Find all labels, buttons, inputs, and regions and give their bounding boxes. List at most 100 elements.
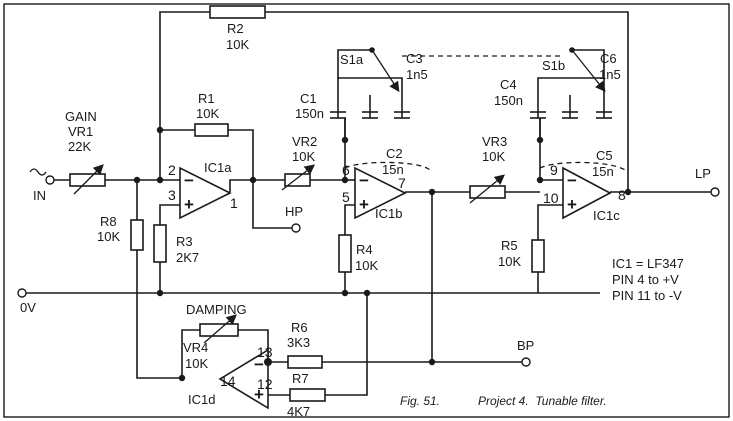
svg-text:+: + — [567, 195, 577, 214]
r7-ref: R7 — [292, 371, 309, 386]
r7-resistor[interactable] — [289, 388, 326, 402]
opamp-ic1c: − + — [562, 166, 612, 220]
c1-ref: C1 — [300, 91, 317, 106]
ic1d-inv-pin: 13 — [257, 344, 273, 360]
c1-bank-capacitor-2 — [362, 111, 378, 119]
r2-resistor[interactable] — [209, 5, 266, 19]
ic1d-ref: IC1d — [188, 392, 215, 407]
r3-resistor[interactable] — [153, 224, 167, 263]
c6-capacitor[interactable] — [596, 111, 612, 119]
r6-resistor[interactable] — [287, 355, 323, 369]
lp-terminal[interactable] — [710, 187, 720, 197]
ic-part-note: IC1 = LF347 — [612, 256, 684, 271]
r5-value: 10K — [498, 254, 521, 269]
r4-ref: R4 — [356, 242, 373, 257]
c1-capacitor[interactable] — [330, 111, 346, 119]
vr3-ref: VR3 — [482, 134, 507, 149]
svg-text:+: + — [254, 385, 264, 404]
ic1c-inv-pin: 9 — [550, 162, 558, 178]
lp-label: LP — [695, 166, 711, 181]
vr1-ref: VR1 — [68, 124, 93, 139]
c1-value: 150n — [295, 106, 324, 121]
s1b-switch-wiper[interactable] — [571, 49, 606, 93]
pin4-note: PIN 4 to +V — [612, 272, 679, 287]
c4-value: 150n — [494, 93, 523, 108]
ic1b-noninv-pin: 5 — [342, 189, 350, 205]
c3-value: 1n5 — [406, 67, 428, 82]
c6-value: 1n5 — [599, 67, 621, 82]
r8-resistor[interactable] — [130, 219, 144, 251]
c3-capacitor[interactable] — [394, 111, 410, 119]
vr4-ref: VR4 — [183, 340, 208, 355]
vr2-wiper-arrow-icon — [281, 164, 316, 191]
svg-text:−: − — [359, 171, 369, 190]
s1a-switch-wiper[interactable] — [371, 49, 400, 93]
ic1a-noninv-pin: 3 — [168, 187, 176, 203]
r6-ref: R6 — [291, 320, 308, 335]
vr1-value: 22K — [68, 139, 91, 154]
figure-number: Fig. 51. — [400, 394, 440, 408]
opamp-ic1a: − + — [179, 166, 232, 220]
vr2-ref: VR2 — [292, 134, 317, 149]
svg-text:+: + — [184, 195, 194, 214]
svg-text:+: + — [359, 195, 369, 214]
s1a-ref: S1a — [340, 52, 364, 67]
ic1b-ref: IC1b — [375, 206, 402, 221]
r1-ref: R1 — [198, 91, 215, 106]
ground-label: 0V — [20, 300, 36, 315]
r2-ref: R2 — [227, 21, 244, 36]
ic1b-inv-pin: 6 — [342, 162, 350, 178]
vr3-value: 10K — [482, 149, 505, 164]
r7-value: 4K7 — [287, 404, 310, 419]
ac-source-icon — [29, 168, 47, 176]
r8-value: 10K — [97, 229, 120, 244]
svg-text:−: − — [184, 171, 194, 190]
c2-ref: C2 — [386, 146, 403, 161]
r3-value: 2K7 — [176, 250, 199, 265]
s1b-ref: S1b — [542, 58, 565, 73]
r2-value: 10K — [226, 37, 249, 52]
ic1d-out-pin: 14 — [220, 373, 236, 389]
r1-value: 10K — [196, 106, 219, 121]
vr4-function: DAMPING — [186, 302, 247, 317]
c2-value: 15n — [382, 162, 404, 177]
ic1a-ref: IC1a — [204, 160, 232, 175]
junction-dots — [133, 47, 632, 382]
r5-resistor[interactable] — [531, 239, 545, 273]
bp-terminal[interactable] — [521, 357, 531, 367]
ground-terminal[interactable] — [17, 288, 27, 298]
ic1d-noninv-pin: 12 — [257, 376, 273, 392]
r5-ref: R5 — [501, 238, 518, 253]
c5-ref: C5 — [596, 148, 613, 163]
c6-ref: C6 — [600, 51, 617, 66]
ic1c-out-pin: 8 — [618, 187, 626, 203]
pin11-note: PIN 11 to -V — [612, 288, 682, 303]
hp-terminal[interactable] — [291, 223, 301, 233]
r4-resistor[interactable] — [338, 234, 352, 273]
c3-ref: C3 — [406, 51, 423, 66]
ic1a-inv-pin: 2 — [168, 162, 176, 178]
vr4-value: 10K — [185, 356, 208, 371]
ic1a-out-pin: 1 — [230, 195, 238, 211]
c4-ref: C4 — [500, 77, 517, 92]
input-terminal[interactable] — [45, 175, 55, 185]
c4-capacitor[interactable] — [530, 111, 546, 119]
wiring — [22, 11, 715, 396]
r3-ref: R3 — [176, 234, 193, 249]
input-label: IN — [33, 188, 46, 203]
vr3-wiper-arrow-icon — [469, 174, 506, 204]
vr2-value: 10K — [292, 149, 315, 164]
r1-resistor[interactable] — [194, 123, 229, 137]
opamp-ic1b: − + — [354, 166, 407, 220]
svg-text:−: − — [254, 355, 264, 374]
ic1c-noninv-pin: 10 — [543, 190, 559, 206]
vr1-function: GAIN — [65, 109, 97, 124]
hp-label: HP — [285, 204, 303, 219]
vr4-wiper-arrow-icon — [203, 314, 237, 344]
vr1-wiper-arrow-icon — [73, 164, 104, 195]
vr3-pot[interactable] — [469, 185, 506, 199]
c5-value: 15n — [592, 164, 614, 179]
r4-value: 10K — [355, 258, 378, 273]
ic1c-ref: IC1c — [593, 208, 620, 223]
